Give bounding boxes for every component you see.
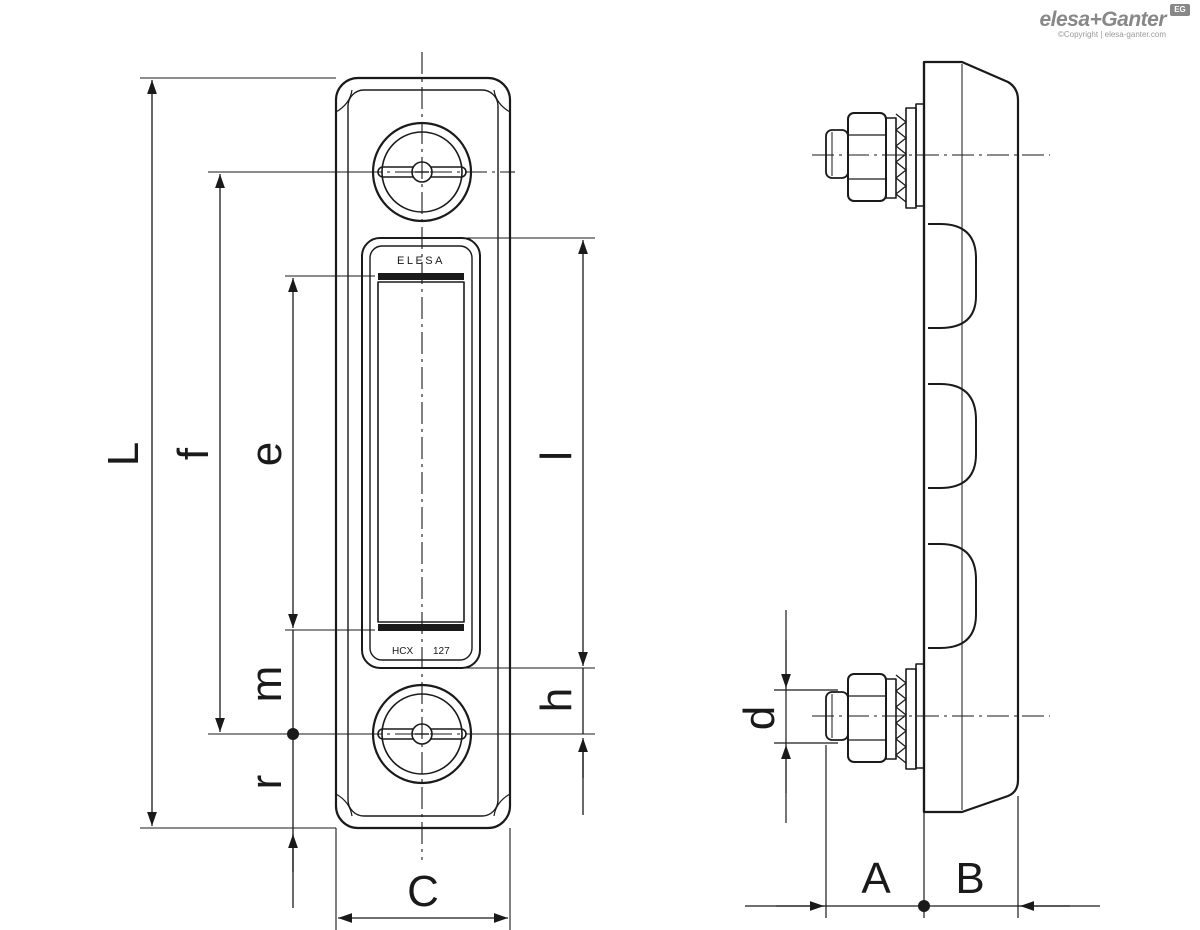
front-view: [334, 76, 512, 830]
copyright-text: ©Copyright | elesa-ganter.com: [1057, 30, 1166, 39]
side-body: [922, 60, 1020, 814]
dim-L-label: L: [99, 442, 148, 466]
bottom-bolt: [825, 668, 917, 770]
brand-logo: elesa+Ganter ©Copyright | elesa-ganter.c…: [1039, 8, 1166, 39]
window-brand-label: ELESA: [397, 255, 445, 267]
dim-e-label: e: [242, 442, 291, 466]
dim-m-label: m: [242, 666, 291, 703]
side-center-lines: [812, 154, 1050, 717]
side-dimension-lines: [745, 610, 1100, 918]
dim-h-label: h: [532, 688, 581, 712]
dim-f-label: f: [169, 447, 218, 460]
dim-l-label: l: [532, 451, 581, 461]
side-origin-dot: [918, 900, 930, 912]
dim-C-label: C: [407, 867, 439, 916]
side-view: [825, 60, 1020, 814]
logo-text: elesa+Ganter: [1039, 8, 1166, 31]
window-size-label: 127: [433, 646, 450, 657]
body-inner-bevel: [347, 89, 499, 817]
eg-badge: EG: [1170, 4, 1190, 16]
front-center-lines: [360, 52, 515, 860]
body-outline: [334, 76, 512, 830]
sight-window: [361, 237, 481, 669]
top-bolt: [825, 107, 917, 209]
dim-d-label: d: [735, 706, 784, 730]
front-extension-lines: [140, 77, 595, 930]
dim-A-label: A: [861, 854, 891, 903]
window-model-label: HCX: [392, 646, 413, 657]
dim-B-label: B: [955, 854, 984, 903]
dim-origin-dot: [287, 728, 299, 740]
dim-r-label: r: [242, 775, 291, 790]
front-dimension-lines: [147, 80, 588, 923]
